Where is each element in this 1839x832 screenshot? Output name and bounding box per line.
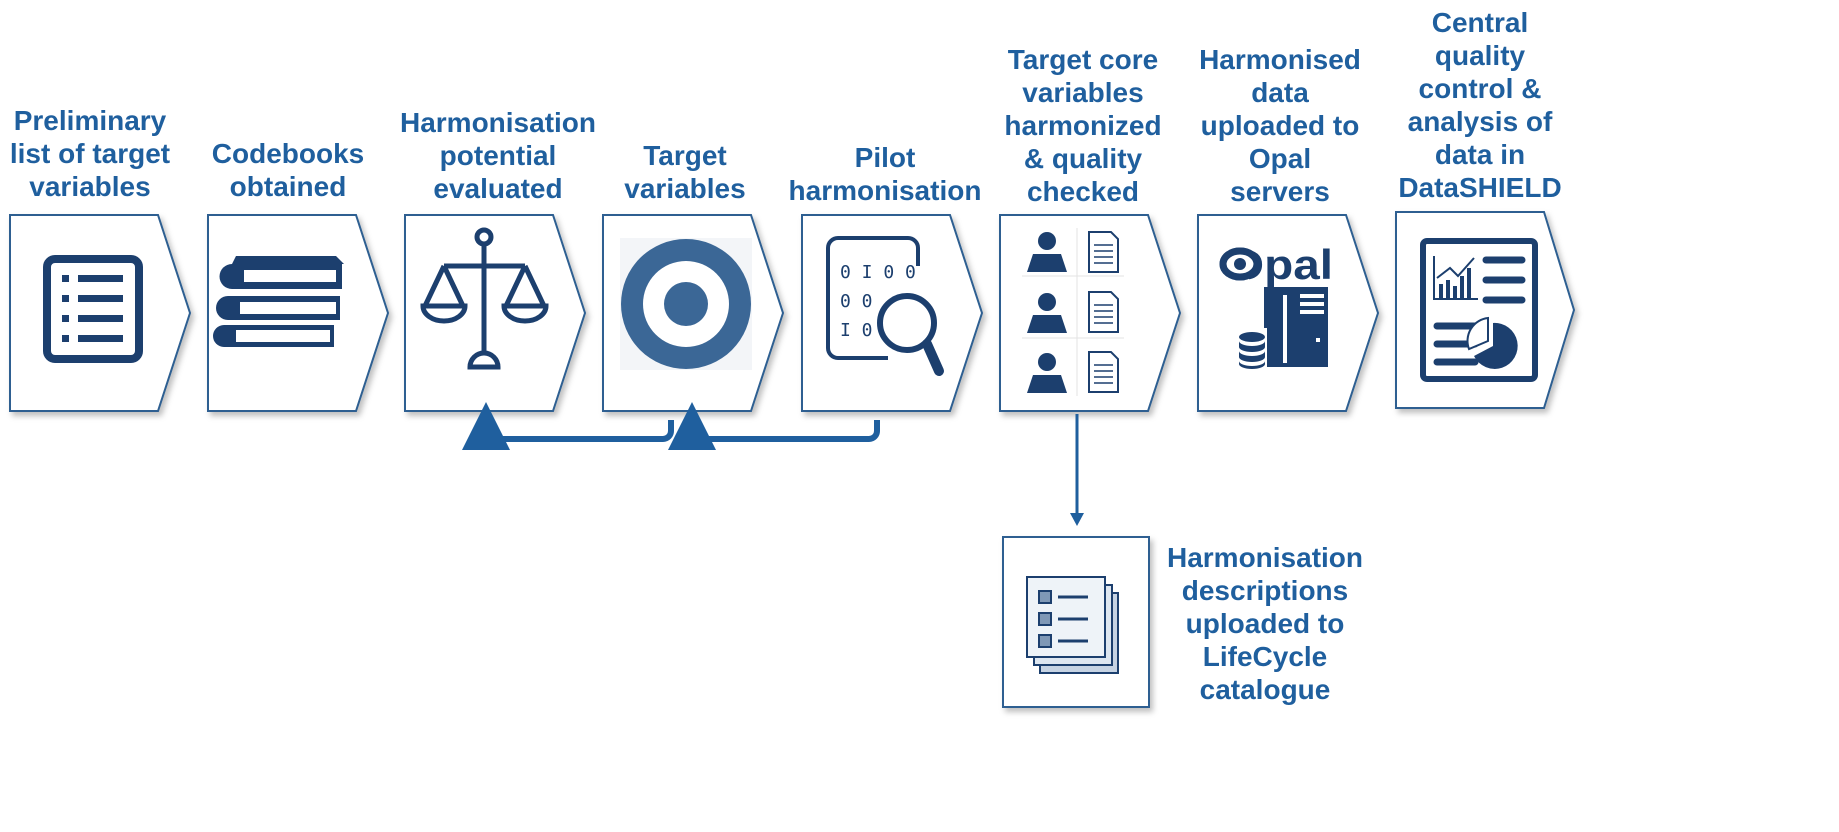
- opal-server-icon: Opal: [1219, 241, 1333, 369]
- users-documents-icon: [1022, 228, 1124, 396]
- target-icon: [620, 238, 752, 370]
- svg-text:0 0: 0 0: [840, 291, 873, 312]
- step-label-6: Target core variables harmonized & quali…: [1004, 44, 1162, 207]
- step-label-3: Harmonisation potential evaluated: [399, 107, 597, 204]
- step-label-2: Codebooks obtained: [211, 138, 365, 202]
- step-label-1: Preliminary list of target variables: [9, 105, 171, 202]
- binary-magnifier-icon: 0 I 0 0 0 0 I 0: [826, 236, 944, 376]
- stacked-documents-icon: [1026, 576, 1119, 674]
- feedback-arrow-2: [668, 402, 880, 450]
- report-chart-icon: [1420, 238, 1538, 382]
- books-icon: [213, 256, 344, 347]
- step-label-8: Central quality control & analysis of da…: [1398, 7, 1562, 203]
- step-label-5: Pilot harmonisation: [788, 142, 982, 206]
- step-label-4: Target variables: [624, 140, 746, 204]
- checklist-icon: [43, 255, 143, 363]
- chevron-1: [9, 214, 192, 412]
- step-label-7: Harmonised data uploaded to Opal servers: [1199, 44, 1361, 207]
- branch-label: Harmonisation descriptions uploaded to L…: [1166, 542, 1364, 705]
- scale-icon: [420, 227, 549, 370]
- svg-text:0 I 0 0: 0 I 0 0: [840, 262, 916, 283]
- chevron-3: [404, 214, 587, 412]
- feedback-arrow-1: [462, 402, 674, 450]
- branch-arrow: [1070, 414, 1084, 526]
- svg-text:I 0: I 0: [840, 320, 873, 341]
